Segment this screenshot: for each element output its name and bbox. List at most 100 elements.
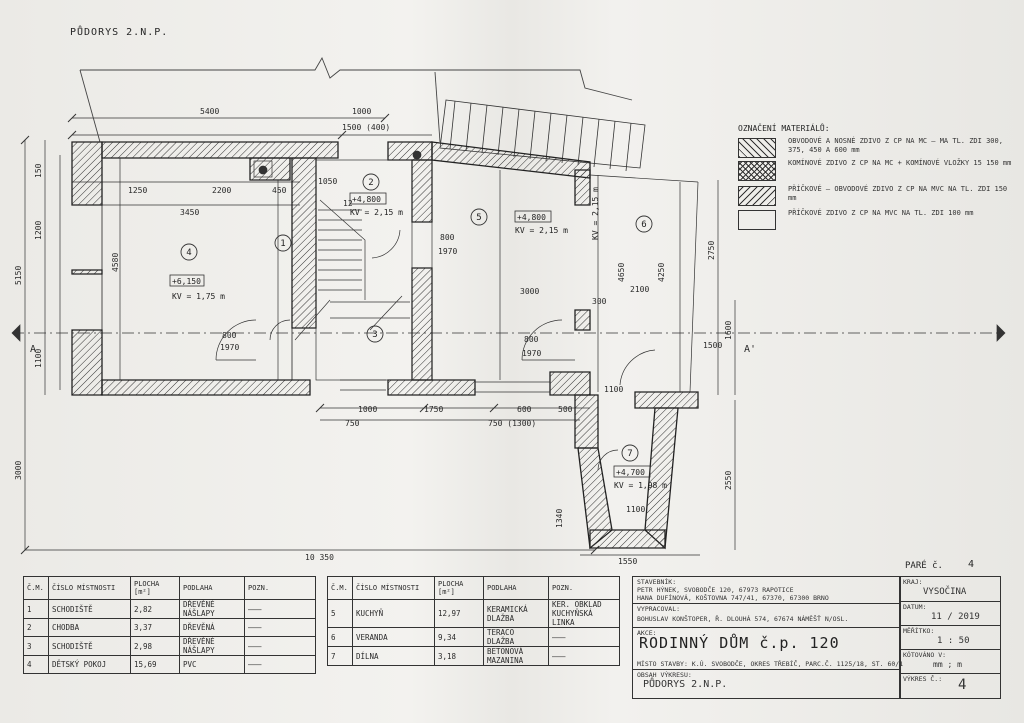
room-7-number: 7 xyxy=(627,449,632,459)
dim-12: 12 xyxy=(343,199,353,208)
legend-heading: OZNAČENÍ MATERIÁLŮ: xyxy=(738,124,830,133)
roof-rung xyxy=(513,108,520,158)
room-7-elevation: +4,700 xyxy=(616,468,645,477)
dim-800a: 800 xyxy=(222,331,237,340)
akce: RODINNÝ DŮM č.p. 120 xyxy=(639,634,840,652)
dim-4650: 4650 xyxy=(617,263,626,282)
dim-1340: 1340 xyxy=(555,509,564,528)
label-stavebnik: STAVEBNÍK: xyxy=(637,578,677,586)
room-2-number: 2 xyxy=(368,178,373,188)
header-num: Č.M. xyxy=(23,576,49,600)
koty: mm ; m xyxy=(933,660,962,669)
dim-1600: 1600 xyxy=(724,321,733,340)
room-6-number: 6 xyxy=(641,220,646,230)
context-outline xyxy=(79,56,633,143)
legend-text-load-bearing: OBVODOVÉ A NOSNÉ ZDIVO Z CP NA MC – MA T… xyxy=(788,137,1003,154)
roof-rung xyxy=(545,112,552,162)
room-table-right: Č.M. ČÍSLO MÍSTNOSTI PLOCHA [m²] PODLAHA… xyxy=(327,576,620,666)
dim-1500: 1500 (400) xyxy=(342,123,390,132)
dim-1000-top: 1000 xyxy=(352,107,371,116)
dim-2200: 2200 xyxy=(212,186,231,195)
room-4-elevation: +6,150 xyxy=(172,277,201,286)
header-floor: PODLAHA xyxy=(179,576,245,600)
roof-rung xyxy=(529,110,536,160)
roof-steps xyxy=(439,99,646,172)
dim-600: 600 xyxy=(517,405,532,414)
room-5-number: 5 xyxy=(476,213,481,223)
dim-3000: 3000 xyxy=(520,287,539,296)
walls xyxy=(71,141,699,550)
room-2-kv: KV = 2,15 m xyxy=(350,208,403,217)
room-7-kv: KV = 1,98 m xyxy=(614,481,667,490)
dim-1970c: 1970 xyxy=(522,349,541,358)
pare-label: PARÉ č. xyxy=(905,561,943,571)
meritko: 1 : 50 xyxy=(937,636,970,646)
header-area: PLOCHA [m²] xyxy=(130,576,180,600)
stavebnik-2: HANA DUFÍNOVÁ, KOŠTOVNA 747/41, 67370, 6… xyxy=(637,594,829,602)
table-header-row: Č.M. ČÍSLO MÍSTNOSTI PLOCHA [m²] PODLAHA… xyxy=(23,576,316,600)
dim-1550: 1550 xyxy=(618,557,637,566)
floor-plan-drawing: 1 2 3 4 5 6 7 +6,150 KV = 1,75 m +4,800 … xyxy=(11,56,1006,566)
dim-5150: 5150 xyxy=(14,266,23,285)
interior-lines xyxy=(119,150,699,471)
label-akce: AKCE: xyxy=(637,629,657,637)
label-vypracoval: VYPRACOVAL: xyxy=(637,605,681,613)
table-header-row: Č.M. ČÍSLO MÍSTNOSTI PLOCHA [m²] PODLAHA… xyxy=(327,576,620,600)
dim-1750: 1750 xyxy=(424,405,443,414)
dim-1100b: 1100 xyxy=(604,385,623,394)
dim-10350: 10 350 xyxy=(305,553,334,562)
title-block: STAVEBNÍK: PETR HÝNEK, SVOBODČE 120, 679… xyxy=(632,576,1001,699)
section-mark-a: A xyxy=(30,344,36,355)
dim-1000-bottom: 1000 xyxy=(358,405,377,414)
header-name: ČÍSLO MÍSTNOSTI xyxy=(48,576,131,600)
dim-1970a: 1970 xyxy=(220,343,239,352)
datum: 11 / 2019 xyxy=(931,612,980,622)
label-kraj: KRAJ: xyxy=(903,578,923,586)
roof-rung xyxy=(609,120,616,170)
dim-750b: 750 (1300) xyxy=(488,419,536,428)
dim-150: 150 xyxy=(34,163,43,178)
dim-1050: 1050 xyxy=(318,177,337,186)
vypracoval: BOHUSLAV KONŠTOPER, Ř. DLOUHÁ 574, 67674… xyxy=(637,615,849,623)
dim-2750: 2750 xyxy=(707,241,716,260)
label-vykres: VÝKRES Č.: xyxy=(903,675,943,683)
obsah: PŮDORYS 2.N.P. xyxy=(643,679,728,690)
kraj: VYSOČINA xyxy=(923,587,967,597)
misto-stavby: MÍSTO STAVBY: K.Ú. SVOBODČE, OKRES TŘEBÍ… xyxy=(637,660,904,668)
dim-3450: 3450 xyxy=(180,208,199,217)
legend-text-partition-outer: PŘÍČKOVÉ – OBVODOVÉ ZDIVO Z CP NA MVC NA… xyxy=(788,185,1008,202)
dim-800c: 800 xyxy=(524,335,539,344)
header-note: POZN. xyxy=(244,576,316,600)
dim-3000-vertical: 3000 xyxy=(14,461,23,480)
dim-4580: 4580 xyxy=(111,253,120,272)
dim-1100-vertical: 1100 xyxy=(34,349,43,368)
roof-rung xyxy=(625,122,632,172)
sheet-title: PŮDORYS 2.N.P. xyxy=(70,27,169,38)
roof-rung xyxy=(497,106,504,156)
room-5-kv: KV = 2,15 m xyxy=(515,226,568,235)
room-6-kv: KV = 2,15 m xyxy=(591,187,600,240)
roof-rung xyxy=(593,118,600,168)
dim-1970b: 1970 xyxy=(438,247,457,256)
room-5-elevation: +4,800 xyxy=(517,213,546,222)
room-4-number: 4 xyxy=(186,248,191,258)
dim-2100: 2100 xyxy=(630,285,649,294)
roof-rung xyxy=(577,116,584,166)
legend-swatch-partition-outer xyxy=(738,186,776,206)
label-datum: DATUM: xyxy=(903,603,927,611)
dim-750a: 750 xyxy=(345,419,360,428)
room-1-number: 1 xyxy=(280,239,285,249)
legend-text-partition: PŘÍČKOVÉ ZDIVO Z CP NA MVC NA TL. ZDI 10… xyxy=(788,209,974,217)
room-4-kv: KV = 1,75 m xyxy=(172,292,225,301)
dim-500: 500 xyxy=(558,405,573,414)
dim-5400: 5400 xyxy=(200,107,219,116)
dimension-texts: 5400 1000 1500 (400) 1250 2200 3450 450 … xyxy=(14,107,756,566)
label-koty: KÓTOVÁNO V: xyxy=(903,651,947,659)
dim-1100a: 1100 xyxy=(626,505,645,514)
section-mark-a-prime: A' xyxy=(744,344,756,355)
dim-1200: 1200 xyxy=(34,221,43,240)
